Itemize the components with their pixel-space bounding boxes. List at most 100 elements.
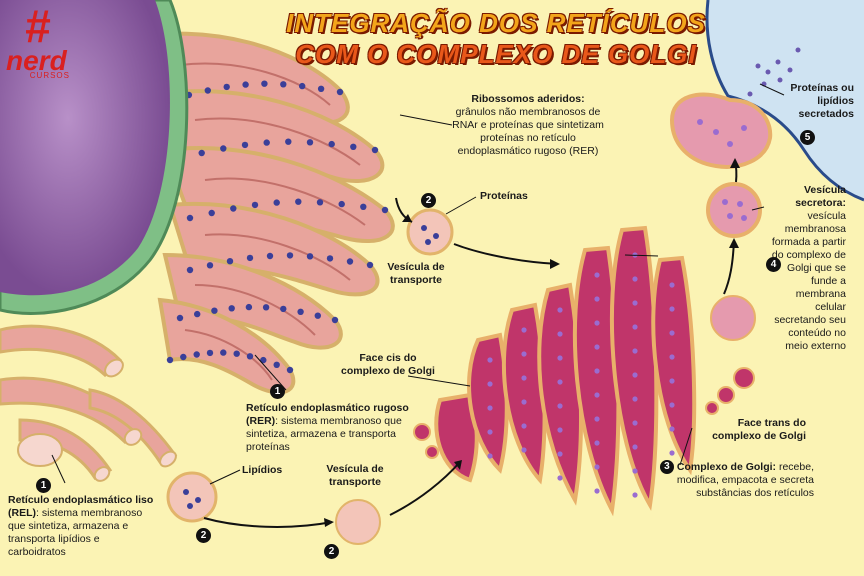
golgi-dot (557, 427, 563, 433)
golgi-dot (669, 354, 675, 360)
golgi-dot (521, 423, 527, 429)
ribosome-dot (273, 361, 280, 368)
number-2-vesicula: 2 (324, 544, 339, 559)
number-5-secretados: 5 (800, 130, 815, 145)
ribosome-dot (186, 266, 194, 274)
label-rel: Retículo endoplasmático liso (REL): sist… (8, 494, 158, 559)
golgi-dot (669, 282, 675, 288)
number-2-proteinas: 2 (421, 193, 436, 208)
ribosome-dot (331, 316, 339, 324)
golgi-dot (594, 296, 600, 302)
label-vesicula-secretora-desc: vesícula membranosa formada a partir do … (771, 210, 846, 352)
golgi-dot (557, 307, 563, 313)
nucleus (0, 0, 189, 315)
logo-symbol: # (25, 0, 51, 52)
diagram-title: INTEGRAÇÃO DOS RETÍCULOS COM O COMPLEXO … (276, 8, 716, 70)
label-proteinas: Proteínas (480, 190, 528, 202)
ribosome-dot (273, 199, 280, 206)
golgi-dot (632, 348, 638, 354)
golgi-complex (434, 225, 697, 517)
golgi-dot (632, 396, 638, 402)
secretory-vesicle-small (710, 295, 756, 341)
label-ribossomos-title: Ribossomos aderidos: (471, 93, 585, 105)
golgi-dot (487, 357, 493, 363)
label-vesicula-secretora-title: Vesícula secretora: (795, 184, 846, 209)
golgi-dot (557, 451, 563, 457)
ribosome-dot (328, 140, 335, 148)
golgi-dot (487, 405, 493, 411)
golgi-dot (594, 440, 600, 446)
ribosome-dot (306, 139, 314, 146)
label-rel-desc: : sistema membranoso que sintetiza, arma… (8, 507, 143, 558)
golgi-dot (594, 344, 600, 350)
golgi-dot (487, 381, 493, 387)
golgi-dot (557, 355, 563, 361)
golgi-dot (594, 416, 600, 422)
number-1-rel: 1 (36, 478, 51, 493)
title-line-2: COM O COMPLEXO DE GOLGI (295, 39, 697, 69)
rel-tube-openings (17, 358, 177, 482)
logo-sub: CURSOS (29, 71, 70, 80)
rer-sheets (116, 31, 395, 395)
ribosome-dot (180, 353, 187, 361)
label-ribossomos: Ribossomos aderidos: grânulos não membra… (444, 93, 612, 158)
number-4-vesicula-secretora: 4 (766, 257, 781, 272)
ribosome-dot (314, 312, 321, 319)
ribosome-dot (176, 314, 184, 322)
ribosome-dot (262, 304, 270, 311)
golgi-dot (632, 444, 638, 450)
golgi-dot (594, 488, 600, 494)
ribosome-dot (285, 138, 292, 145)
golgi-dot (594, 320, 600, 326)
rer-cisternae-lines (179, 62, 366, 381)
golgi-dot (557, 403, 563, 409)
ribosome-dot (260, 356, 267, 364)
ribosome-dot (286, 252, 294, 259)
golgi-dot (557, 475, 563, 481)
ribosome-dot (204, 87, 211, 94)
arrow-heads (324, 158, 740, 527)
ribosome-dot (211, 307, 218, 314)
golgi-dot (632, 420, 638, 426)
ribosome-dot (286, 366, 294, 374)
golgi-vesicle-dots (487, 252, 675, 498)
label-vesicula-transporte-2: Vesícula de transporte (326, 463, 384, 488)
ribosome-dot (366, 261, 374, 269)
golgi-dot (594, 392, 600, 398)
golgi-dot (669, 402, 675, 408)
golgi-dot (487, 429, 493, 435)
golgi-dot (632, 468, 638, 474)
ribosome-dot (206, 262, 214, 269)
ribosome-dot (299, 82, 306, 90)
ribosome-dot (193, 351, 200, 358)
golgi-dot (521, 327, 527, 333)
golgi-dot (487, 453, 493, 459)
golgi-dot (521, 399, 527, 405)
ribosome-dot (338, 200, 345, 208)
number-3-golgi: 3 (659, 460, 674, 474)
label-ribossomos-desc: grânulos não membranosos de RNAr e prote… (452, 106, 604, 157)
golgi-dot (669, 306, 675, 312)
ribosome-dot (220, 145, 227, 152)
ribosome-dot (261, 80, 268, 87)
ribosome-dot (166, 356, 174, 364)
ribosome-dot (263, 139, 270, 146)
number-1-rer: 1 (270, 384, 285, 399)
vesicle-transport-empty (335, 499, 381, 545)
golgi-dot (669, 426, 675, 432)
golgi-dot (669, 330, 675, 336)
golgi-dot (632, 372, 638, 378)
golgi-dot (632, 324, 638, 330)
golgi-dot (632, 300, 638, 306)
vesicle-proteins (406, 208, 454, 256)
ribosome-dot (266, 252, 274, 260)
ribosome-dot (316, 199, 324, 206)
ribosome-dot (280, 305, 287, 313)
ribosome-dot (233, 350, 240, 357)
ribosome-dot (223, 83, 230, 91)
ribosome-dot (381, 206, 389, 214)
ribosome-dot (228, 305, 235, 312)
golgi-dot (594, 464, 600, 470)
